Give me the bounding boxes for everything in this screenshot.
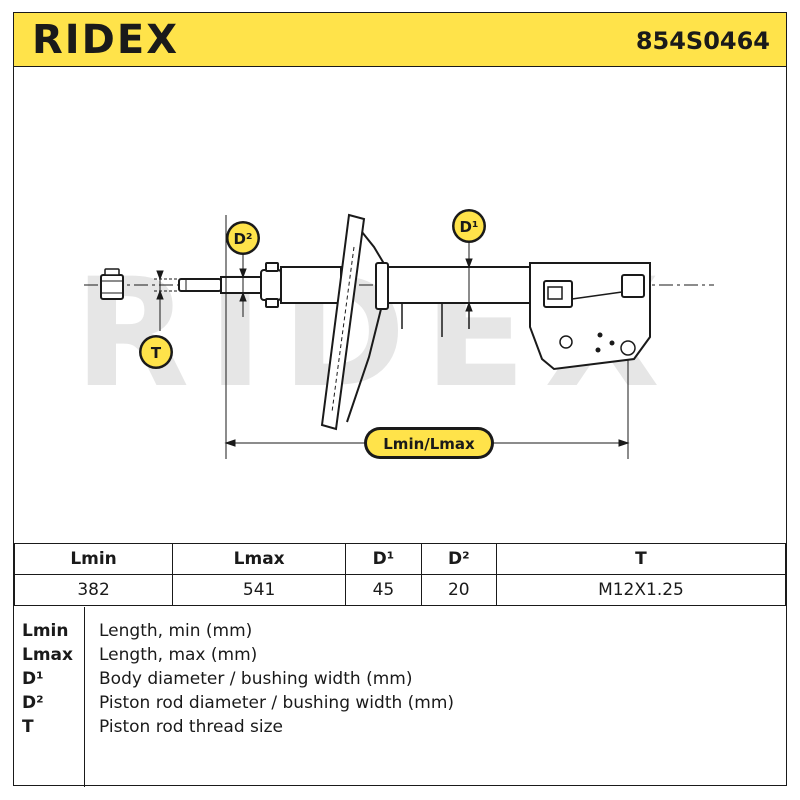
spec-header-d1: D¹ <box>345 543 422 575</box>
spec-table: Lmin Lmax D¹ D² T 382 541 45 20 M12X1.25 <box>13 543 787 606</box>
dim-d1 <box>465 241 473 313</box>
top-mount <box>260 262 342 308</box>
legend-row: Lmax Length, max (mm) <box>14 643 786 667</box>
spec-header-row: Lmin Lmax D¹ D² T <box>13 543 787 575</box>
part-number: 854S0464 <box>635 27 770 55</box>
dim-d2 <box>239 253 247 317</box>
badge-length: Lmin/Lmax <box>364 427 494 459</box>
spec-header-lmax: Lmax <box>172 543 347 575</box>
spec-header-d2: D² <box>420 543 497 575</box>
spec-header-t: T <box>495 543 787 575</box>
spec-value-t: M12X1.25 <box>495 574 787 606</box>
brand-logo: RIDEX <box>32 17 180 63</box>
legend-abbr: D² <box>22 693 44 713</box>
shock-absorber-drawing: RIDEX <box>74 209 714 459</box>
legend-desc: Body diameter / bushing width (mm) <box>99 669 413 689</box>
legend-row: D² Piston rod diameter / bushing width (… <box>14 691 786 715</box>
technical-drawing: RIDEX <box>14 67 786 543</box>
spec-value-d1: 45 <box>345 574 422 606</box>
legend-desc: Length, min (mm) <box>99 621 253 641</box>
legend-desc: Piston rod thread size <box>99 717 284 737</box>
legend-abbr: D¹ <box>22 669 44 689</box>
product-sheet: RIDEX 854S0464 RIDEX <box>13 12 787 787</box>
spec-header-lmin: Lmin <box>13 543 174 575</box>
spec-value-row: 382 541 45 20 M12X1.25 <box>13 574 787 606</box>
header-bar: RIDEX 854S0464 <box>14 13 786 67</box>
knuckle-bracket <box>529 262 651 371</box>
badge-t-label: T <box>151 344 162 362</box>
legend-desc: Piston rod diameter / bushing width (mm) <box>99 693 455 713</box>
nut <box>100 268 124 300</box>
dim-t <box>154 270 179 331</box>
badge-d1-label: D¹ <box>459 218 478 236</box>
body-tube <box>375 262 539 337</box>
legend: Lmin Length, min (mm) Lmax Length, max (… <box>14 607 786 787</box>
legend-abbr: T <box>22 717 34 737</box>
badge-d2-label: D² <box>233 230 252 248</box>
legend-desc: Length, max (mm) <box>99 645 258 665</box>
legend-row: D¹ Body diameter / bushing width (mm) <box>14 667 786 691</box>
spec-value-lmin: 382 <box>13 574 174 606</box>
legend-abbr: Lmax <box>22 645 73 665</box>
legend-row: Lmin Length, min (mm) <box>14 619 786 643</box>
spec-value-d2: 20 <box>420 574 497 606</box>
legend-abbr: Lmin <box>22 621 69 641</box>
badge-d2: D² <box>226 221 260 255</box>
badge-length-label: Lmin/Lmax <box>383 435 475 453</box>
legend-divider <box>84 607 85 787</box>
spec-value-lmax: 541 <box>172 574 347 606</box>
badge-d1: D¹ <box>452 209 486 243</box>
badge-t: T <box>139 335 173 369</box>
piston-rod <box>178 276 262 294</box>
legend-row: T Piston rod thread size <box>14 715 786 739</box>
